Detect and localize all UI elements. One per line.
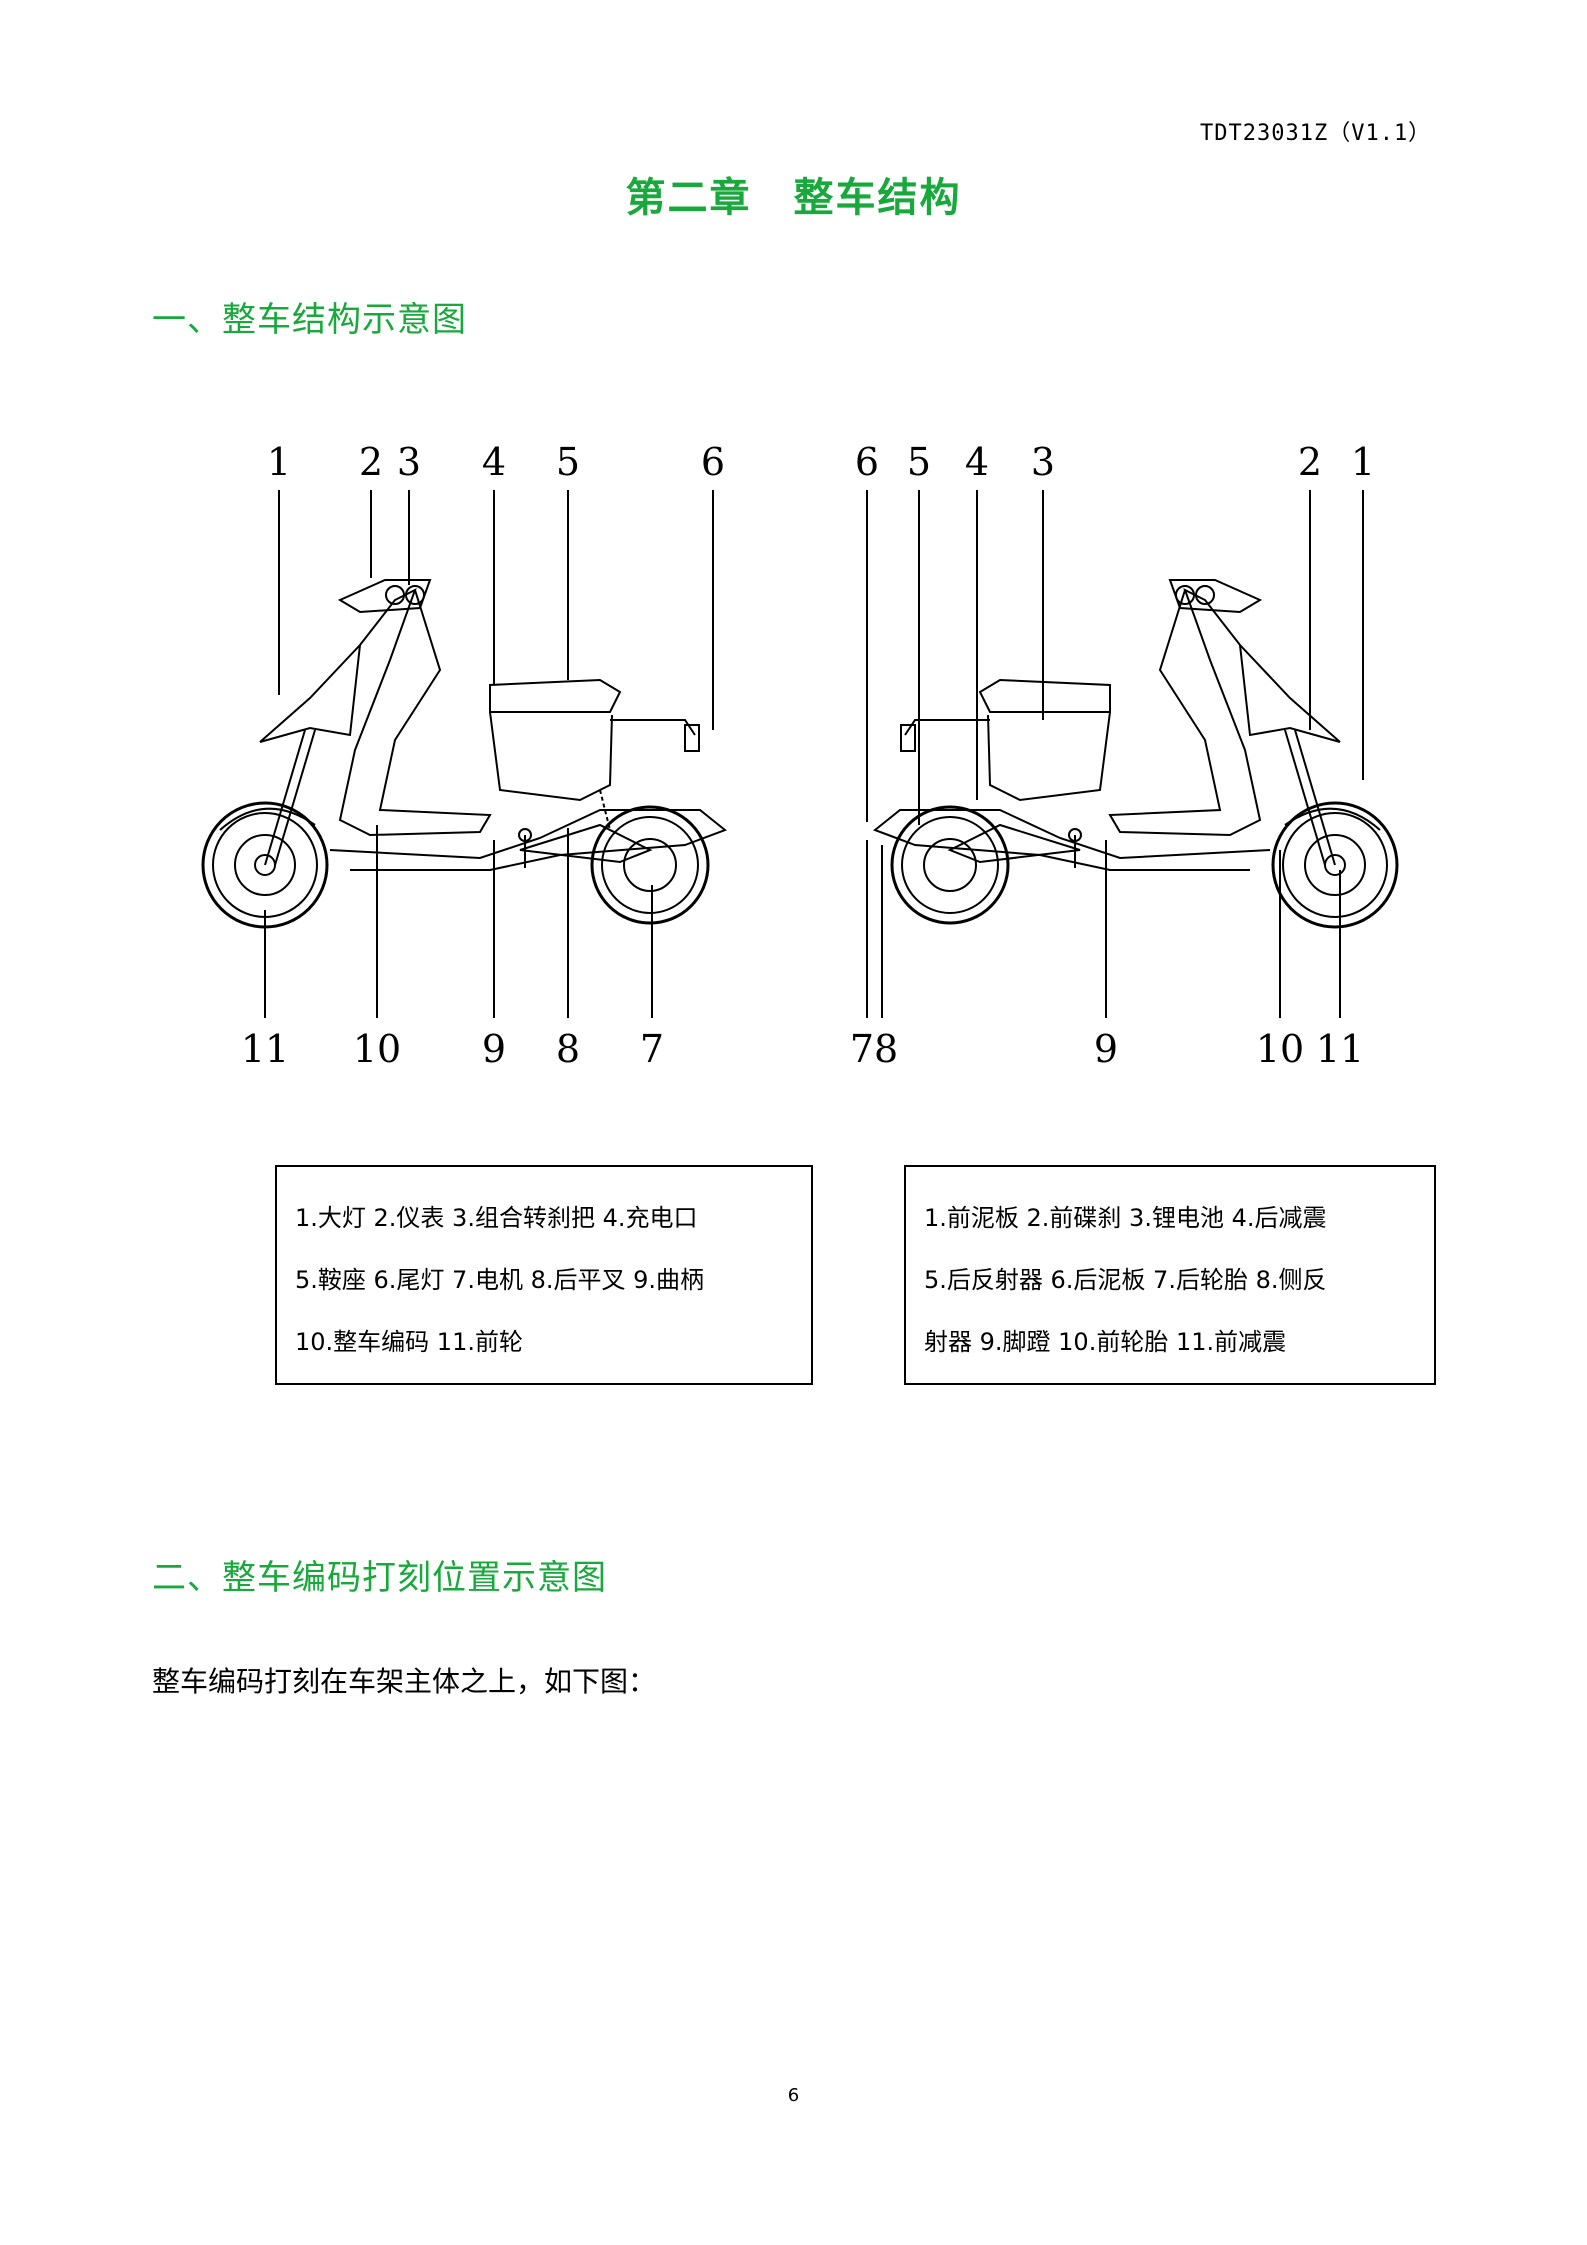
left-bottom-label-7: 7 — [640, 1027, 664, 1071]
left-bottom-label-8: 8 — [556, 1027, 580, 1071]
left-bottom-label-9: 9 — [482, 1027, 506, 1071]
legend-left: 1.大灯 2.仪表 3.组合转刹把 4.充电口 5.鞍座 6.尾灯 7.电机 8… — [275, 1165, 813, 1385]
leader-lines-right — [866, 490, 1364, 1018]
section-title-vin-position: 二、整车编码打刻位置示意图 — [152, 1558, 607, 1598]
section-title-structure: 一、整车结构示意图 — [152, 300, 467, 340]
right-bottom-label-78: 78 — [850, 1027, 898, 1071]
left-bottom-label-10: 10 — [353, 1027, 401, 1071]
left-top-label-3: 3 — [397, 440, 421, 484]
left-top-label-4: 4 — [482, 440, 506, 484]
right-top-label-3: 3 — [1031, 440, 1055, 484]
page-number: 6 — [787, 2085, 800, 2106]
left-top-label-5: 5 — [556, 440, 580, 484]
legend-right-line-2: 5.后反射器 6.后泥板 7.后轮胎 8.侧反 — [924, 1266, 1327, 1294]
document-code: TDT23031Z（V1.1） — [1200, 121, 1432, 146]
right-bottom-label-11: 11 — [1316, 1027, 1364, 1071]
left-bottom-label-11: 11 — [241, 1027, 289, 1071]
legend-right-line-3: 射器 9.脚蹬 10.前轮胎 11.前减震 — [924, 1328, 1287, 1356]
scooter-left-view — [201, 579, 727, 929]
right-top-label-6: 6 — [855, 440, 879, 484]
right-top-label-1: 1 — [1351, 440, 1375, 484]
scooter-right-view — [873, 579, 1399, 929]
scooter-structure-diagram: 1 2 3 4 5 6 11 10 9 8 7 6 5 4 3 2 1 78 9… — [201, 440, 1399, 1071]
right-bottom-label-10: 10 — [1256, 1027, 1304, 1071]
left-top-label-6: 6 — [701, 440, 725, 484]
legend-right-line-1: 1.前泥板 2.前碟刹 3.锂电池 4.后减震 — [924, 1204, 1327, 1232]
vin-position-text: 整车编码打刻在车架主体之上，如下图： — [152, 1665, 657, 1698]
right-top-label-5: 5 — [907, 440, 931, 484]
legend-left-line-2: 5.鞍座 6.尾灯 7.电机 8.后平叉 9.曲柄 — [295, 1266, 705, 1294]
left-top-label-1: 1 — [267, 440, 291, 484]
right-top-label-2: 2 — [1298, 440, 1322, 484]
legend-right: 1.前泥板 2.前碟刹 3.锂电池 4.后减震 5.后反射器 6.后泥板 7.后… — [904, 1165, 1436, 1385]
chapter-title: 第二章 整车结构 — [625, 175, 962, 221]
right-bottom-label-9: 9 — [1094, 1027, 1118, 1071]
legend-left-line-3: 10.整车编码 11.前轮 — [295, 1328, 523, 1356]
left-top-label-2: 2 — [359, 440, 383, 484]
leader-lines-left — [264, 490, 714, 1018]
right-top-label-4: 4 — [965, 440, 989, 484]
legend-left-line-1: 1.大灯 2.仪表 3.组合转刹把 4.充电口 — [295, 1204, 698, 1232]
